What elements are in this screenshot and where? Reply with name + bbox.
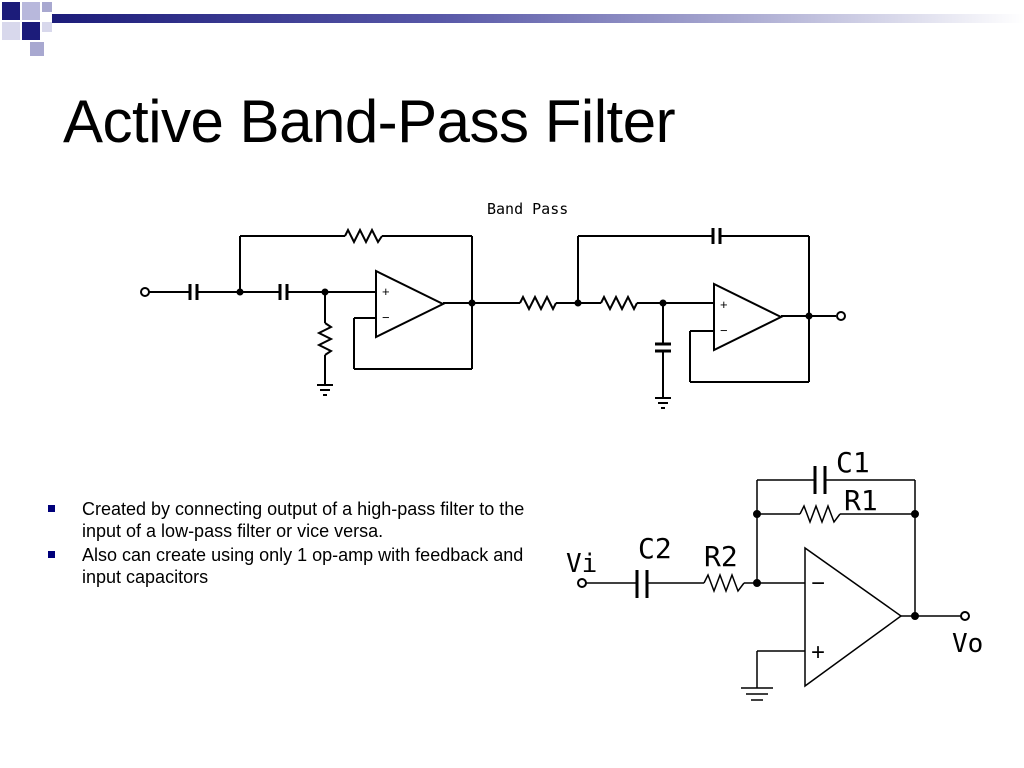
bullet-text: Created by connecting output of a high-p… [82,499,525,541]
svg-text:−: − [720,323,728,338]
svg-text:+: + [382,284,390,299]
corner-decoration [2,2,52,56]
bullet-item: Created by connecting output of a high-p… [48,498,528,542]
bullet-list: Created by connecting output of a high-p… [48,498,528,590]
band-pass-single-opamp-schematic: C1 R1 C2 R2 Vi Vo − + [566,446,983,701]
slide-title: Active Band-Pass Filter [63,88,676,155]
bullet-square-icon [48,505,55,512]
svg-text:−: − [382,310,390,325]
label-vo: Vo [952,629,983,659]
output-terminal-vo [960,611,970,621]
label-c2: C2 [638,532,672,565]
svg-text:+: + [811,639,825,666]
header-bar [52,14,1024,23]
bullet-text: Also can create using only 1 op-amp with… [82,545,524,587]
band-pass-caption: Band Pass [487,200,568,218]
label-c1: C1 [836,446,870,479]
input-terminal-vi [577,578,587,588]
label-r1: R1 [844,484,878,517]
bullet-item: Also can create using only 1 op-amp with… [48,544,528,588]
output-terminal-top [836,311,846,321]
label-r2: R2 [704,540,738,573]
band-pass-two-stage-schematic: Band Pass + − [140,200,846,409]
input-terminal-top [140,287,150,297]
label-vi: Vi [566,549,597,579]
bullet-square-icon [48,551,55,558]
svg-text:−: − [811,570,825,597]
svg-text:+: + [720,297,728,312]
